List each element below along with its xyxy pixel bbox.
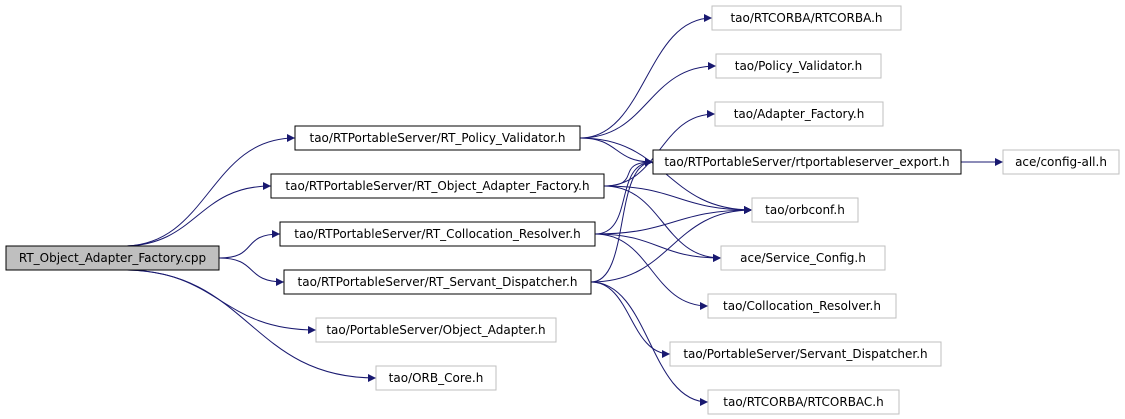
node-label-rtcorba: tao/RTCORBA/RTCORBA.h — [730, 11, 882, 25]
node-box-object-adapter — [315, 317, 557, 343]
node-adapter-factory: tao/Adapter_Factory.h — [714, 101, 884, 127]
edge-rt-policy-validator-to-policy-validator — [579, 62, 717, 139]
node-servant-dispatcher: tao/PortableServer/Servant_Dispatcher.h — [669, 341, 942, 367]
node-box-rtps-export — [652, 149, 962, 175]
node-label-rt-coll: tao/RTPortableServer/RT_Collocation_Reso… — [294, 227, 580, 241]
node-label-orb-core: tao/ORB_Core.h — [389, 371, 484, 385]
node-box-rt-policy-validator — [294, 125, 581, 151]
node-label-rt-oaf: tao/RTPortableServer/RT_Object_Adapter_F… — [285, 179, 589, 193]
node-config-all: ace/config-all.h — [1002, 149, 1120, 175]
edge-rt-coll-to-service-config — [594, 233, 722, 262]
node-label-config-all: ace/config-all.h — [1015, 155, 1107, 169]
edge-root-to-rt-oaf — [123, 182, 272, 247]
node-root[interactable]: RT_Object_Adapter_Factory.cpp — [5, 245, 220, 271]
node-label-rtps-export: tao/RTPortableServer/rtportableserver_ex… — [664, 155, 949, 169]
edge-root-to-rt-coll — [218, 230, 281, 259]
node-policy-validator: tao/Policy_Validator.h — [715, 53, 882, 79]
edge-rt-servant-to-servant-dispatcher — [590, 281, 671, 358]
node-rtcorbac: tao/RTCORBA/RTCORBAC.h — [707, 389, 900, 415]
node-box-rtcorba — [711, 5, 902, 31]
node-box-service-config — [720, 245, 886, 271]
node-box-coll-resolver — [707, 293, 897, 319]
node-box-orbconf — [751, 197, 859, 223]
node-label-policy-validator: tao/Policy_Validator.h — [735, 59, 863, 73]
node-box-rt-servant — [283, 269, 592, 295]
edge-rt-coll-to-rtps-export — [594, 158, 654, 235]
node-rt-coll[interactable]: tao/RTPortableServer/RT_Collocation_Reso… — [279, 221, 596, 247]
node-label-rtcorbac: tao/RTCORBA/RTCORBAC.h — [723, 395, 883, 409]
node-box-policy-validator — [715, 53, 882, 79]
node-box-rtcorbac — [707, 389, 900, 415]
node-label-object-adapter: tao/PortableServer/Object_Adapter.h — [326, 323, 545, 337]
node-label-servant-dispatcher: tao/PortableServer/Servant_Dispatcher.h — [683, 347, 927, 361]
node-rtcorba: tao/RTCORBA/RTCORBA.h — [711, 5, 902, 31]
node-label-coll-resolver: tao/Collocation_Resolver.h — [723, 299, 881, 313]
edge-rt-oaf-to-service-config — [603, 185, 722, 262]
node-rt-policy-validator[interactable]: tao/RTPortableServer/RT_Policy_Validator… — [294, 125, 581, 151]
node-box-servant-dispatcher — [669, 341, 942, 367]
node-box-config-all — [1002, 149, 1120, 175]
node-rt-servant[interactable]: tao/RTPortableServer/RT_Servant_Dispatch… — [283, 269, 592, 295]
edge-rt-coll-to-coll-resolver — [594, 233, 709, 310]
edge-root-to-rt-policy-validator — [123, 134, 296, 247]
edge-rt-servant-to-rtps-export — [590, 158, 654, 283]
node-coll-resolver: tao/Collocation_Resolver.h — [707, 293, 897, 319]
edges-layer — [123, 14, 1003, 406]
node-label-rt-servant: tao/RTPortableServer/RT_Servant_Dispatch… — [298, 275, 578, 289]
node-box-root — [5, 245, 220, 271]
node-orbconf: tao/orbconf.h — [751, 197, 859, 223]
edge-rt-policy-validator-to-rtcorba — [579, 14, 713, 139]
node-label-orbconf: tao/orbconf.h — [765, 203, 845, 217]
edge-root-to-rt-servant — [218, 257, 285, 286]
edge-rt-servant-to-rtcorbac — [590, 281, 709, 406]
node-label-service-config: ace/Service_Config.h — [740, 251, 866, 265]
edge-rt-oaf-to-rtps-export — [603, 158, 654, 187]
node-label-root: RT_Object_Adapter_Factory.cpp — [19, 251, 206, 265]
edge-rt-coll-to-orbconf — [594, 206, 753, 235]
node-orb-core: tao/ORB_Core.h — [375, 365, 497, 391]
edge-rt-servant-to-orbconf — [590, 206, 753, 283]
node-box-adapter-factory — [714, 101, 884, 127]
nodes-layer: RT_Object_Adapter_Factory.cpp tao/RTCORBA… — [5, 5, 1120, 415]
node-object-adapter: tao/PortableServer/Object_Adapter.h — [315, 317, 557, 343]
node-rt-oaf[interactable]: tao/RTPortableServer/RT_Object_Adapter_F… — [270, 173, 605, 199]
node-label-adapter-factory: tao/Adapter_Factory.h — [734, 107, 865, 121]
node-box-rt-oaf — [270, 173, 605, 199]
edge-rt-policy-validator-to-rtps-export — [579, 137, 654, 166]
node-box-orb-core — [375, 365, 497, 391]
node-box-rt-coll — [279, 221, 596, 247]
node-rtps-export[interactable]: tao/RTPortableServer/rtportableserver_ex… — [652, 149, 962, 175]
node-label-rt-policy-validator: tao/RTPortableServer/RT_Policy_Validator… — [310, 131, 566, 145]
node-service-config: ace/Service_Config.h — [720, 245, 886, 271]
edge-root-to-orb-core — [123, 269, 377, 382]
